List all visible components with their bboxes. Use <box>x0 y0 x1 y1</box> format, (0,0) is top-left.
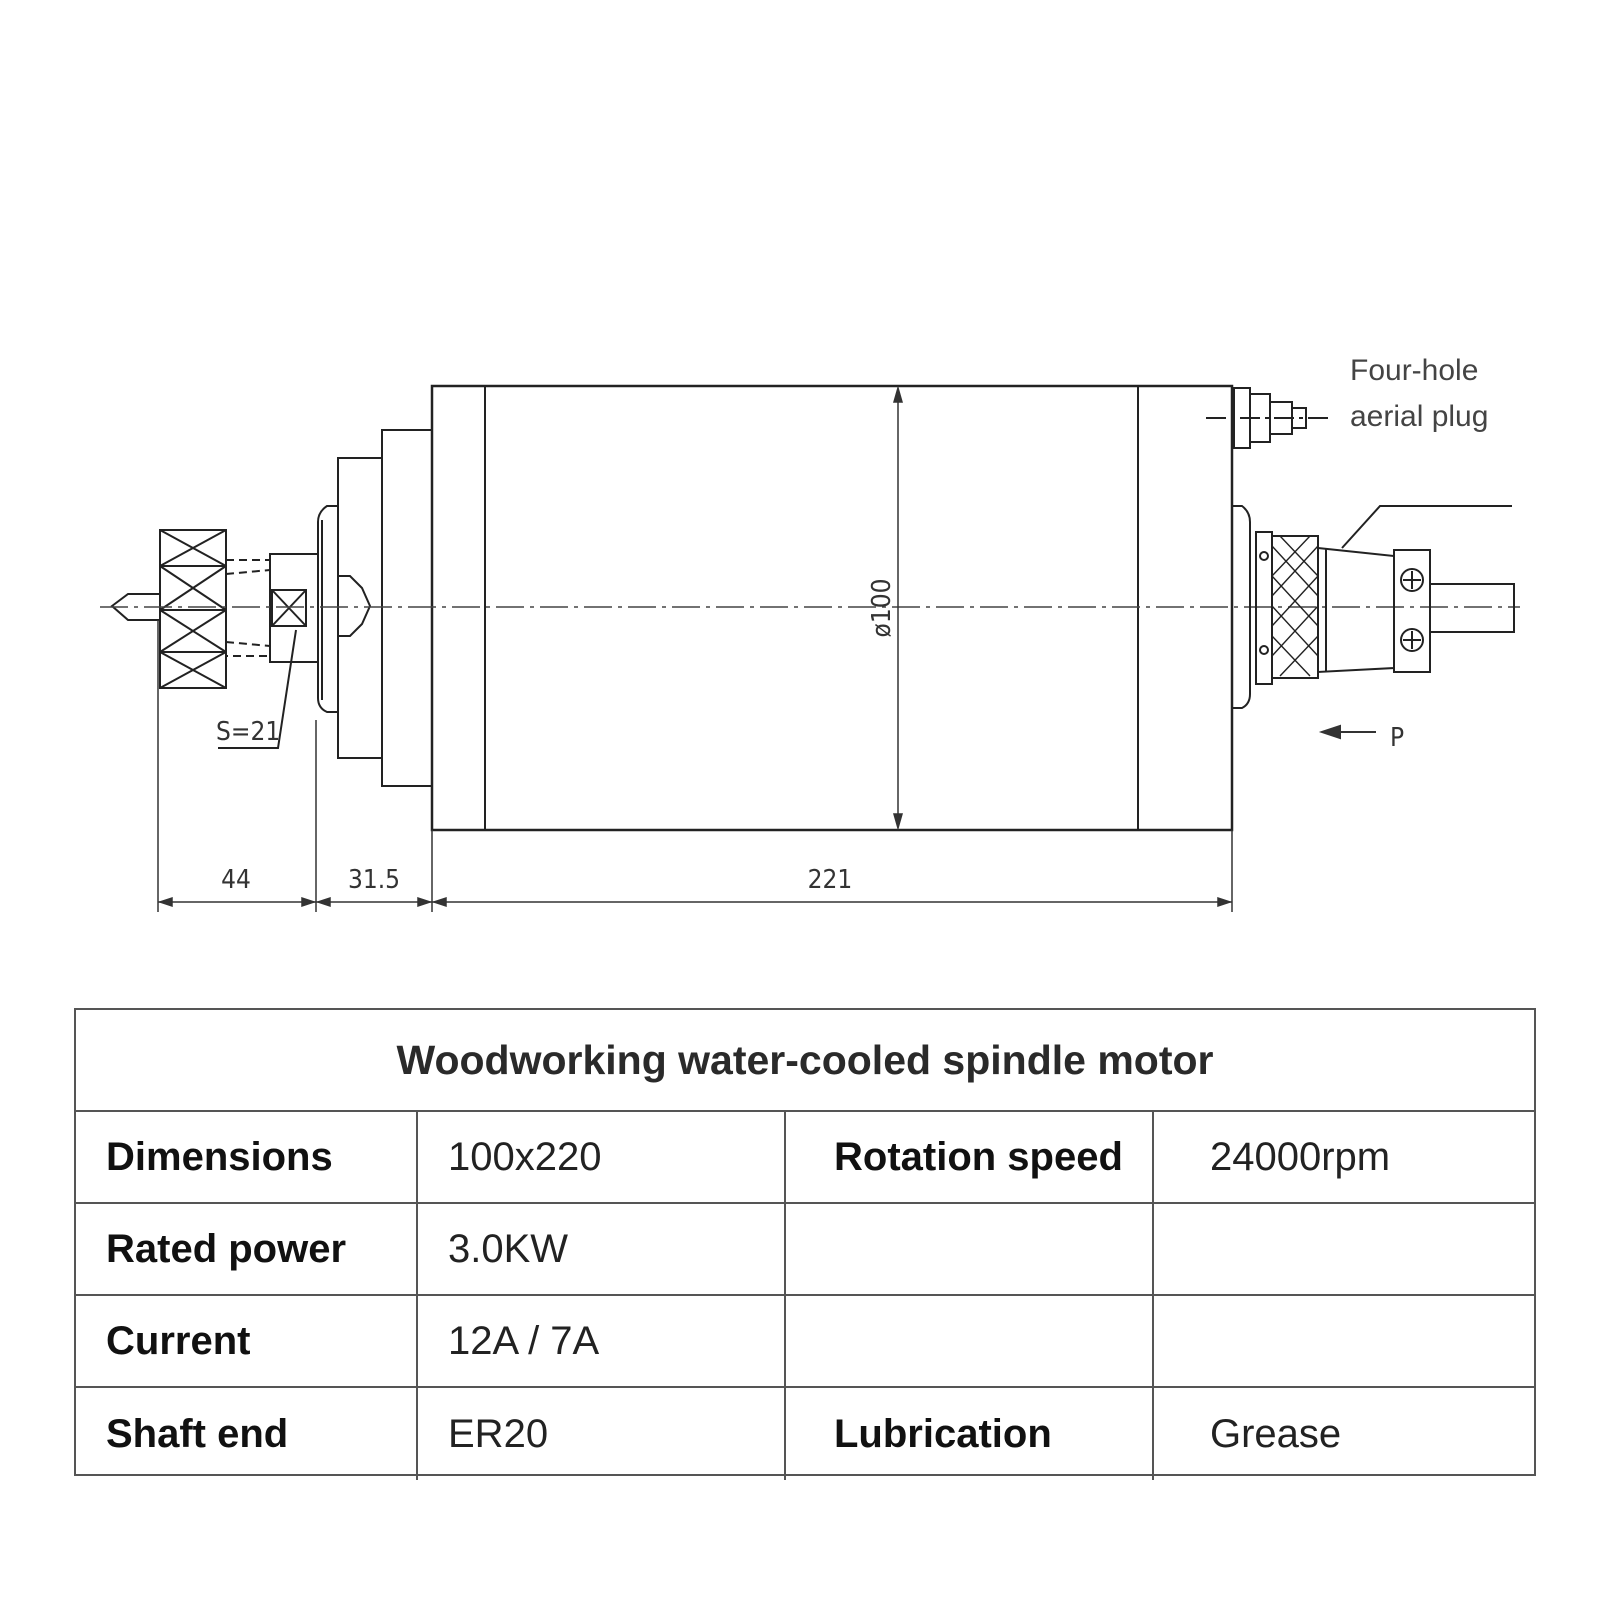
row-value: 24000rpm <box>1152 1112 1534 1202</box>
front-flange-1 <box>381 429 433 787</box>
plug-label-line2: aerial plug <box>1350 400 1488 433</box>
row-label <box>784 1296 1152 1386</box>
row-label: Dimensions <box>106 1134 333 1179</box>
row-label <box>784 1204 1152 1294</box>
row-value <box>1152 1204 1534 1294</box>
dim-front: 44 <box>221 865 251 895</box>
nose-cap <box>317 505 339 713</box>
rear-flange <box>1232 505 1251 709</box>
row-label: Rotation speed <box>784 1112 1152 1202</box>
row-value: 3.0KW <box>416 1204 784 1294</box>
front-flange-2 <box>337 457 383 759</box>
row-label: Lubrication <box>784 1388 1152 1480</box>
row-label: Current <box>106 1318 251 1363</box>
table-row: Shaft end ER20 Lubrication Grease <box>76 1388 1534 1480</box>
diameter-label: ø100 <box>867 579 897 638</box>
row-value: 12A / 7A <box>416 1296 784 1386</box>
wrench-size-label: S=21 <box>216 717 280 747</box>
table-title: Woodworking water-cooled spindle motor <box>76 1010 1534 1112</box>
dim-mid: 31.5 <box>348 865 400 895</box>
row-label: Rated power <box>106 1226 347 1271</box>
spindle-technical-drawing: ø100 P S=21 44 31.5 221 Four-hole aerial… <box>100 354 1520 912</box>
dim-body: 221 <box>808 865 853 895</box>
row-value: 100x220 <box>416 1112 784 1202</box>
table-row: Rated power 3.0KW <box>76 1204 1534 1296</box>
table-row: Dimensions 100x220 Rotation speed 24000r… <box>76 1112 1534 1204</box>
row-value <box>1152 1296 1534 1386</box>
tool-bit <box>110 593 160 621</box>
plug-label-line1: Four-hole <box>1350 354 1478 387</box>
motor-body <box>430 384 1234 832</box>
spec-table: Woodworking water-cooled spindle motor D… <box>74 1008 1536 1480</box>
row-label: Shaft end <box>106 1411 289 1456</box>
row-value: Grease <box>1152 1388 1534 1480</box>
table-row: Current 12A / 7A <box>76 1296 1534 1388</box>
row-value: ER20 <box>416 1388 784 1480</box>
collet-cone <box>338 575 372 637</box>
direction-label: P <box>1390 723 1404 753</box>
